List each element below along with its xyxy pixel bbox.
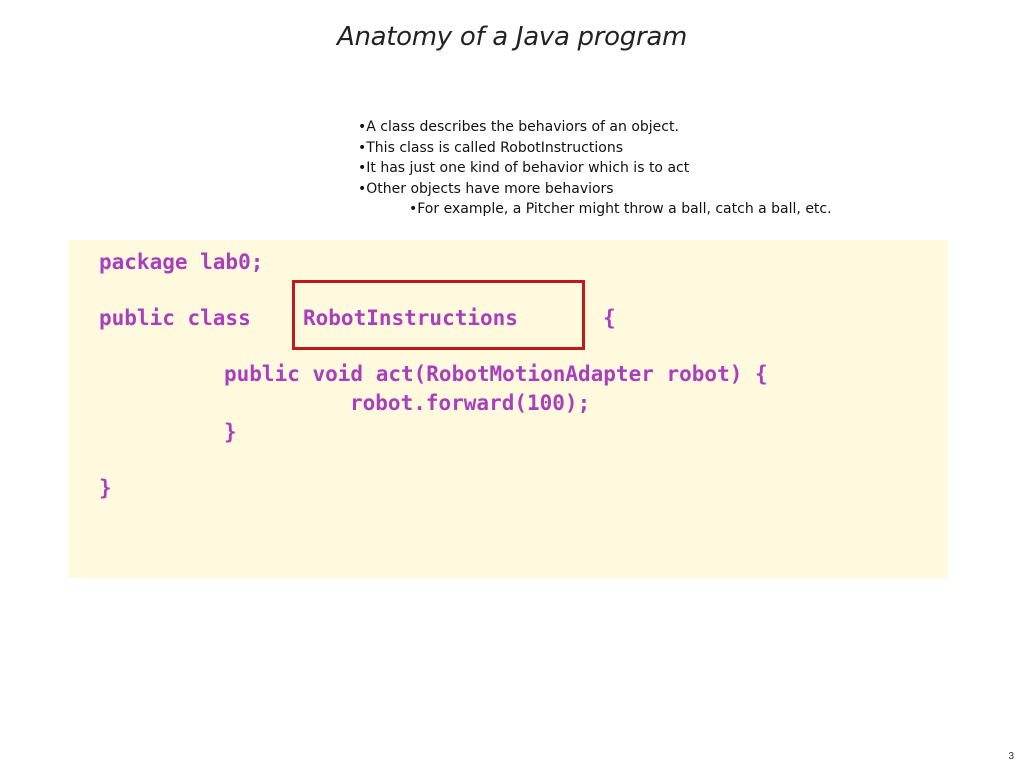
class-name-highlight-box	[292, 280, 585, 350]
code-class-open-brace: {	[603, 306, 616, 330]
code-panel	[69, 240, 948, 578]
bullet-item: •It has just one kind of behavior which …	[358, 160, 690, 176]
bullet-item: •This class is called RobotInstructions	[358, 139, 623, 156]
code-method-signature: public void act(RobotMotionAdapter robot…	[224, 362, 768, 386]
code-class-keyword: public class	[99, 306, 251, 330]
sub-bullet-item: •For example, a Pitcher might throw a ba…	[409, 201, 832, 217]
bullet-list: •A class describes the behaviors of an o…	[358, 117, 832, 220]
code-class-name: RobotInstructions	[303, 306, 518, 330]
slide-title: Anatomy of a Java program	[336, 22, 688, 52]
bullet-item: •Other objects have more behaviors	[358, 180, 614, 197]
code-class-close-brace: }	[99, 476, 112, 500]
code-method-body: robot.forward(100);	[350, 391, 591, 415]
page-number: 3	[1008, 751, 1014, 762]
bullet-item: •A class describes the behaviors of an o…	[358, 119, 679, 135]
code-package-line: package lab0;	[99, 250, 264, 274]
code-method-close-brace: }	[224, 420, 237, 444]
